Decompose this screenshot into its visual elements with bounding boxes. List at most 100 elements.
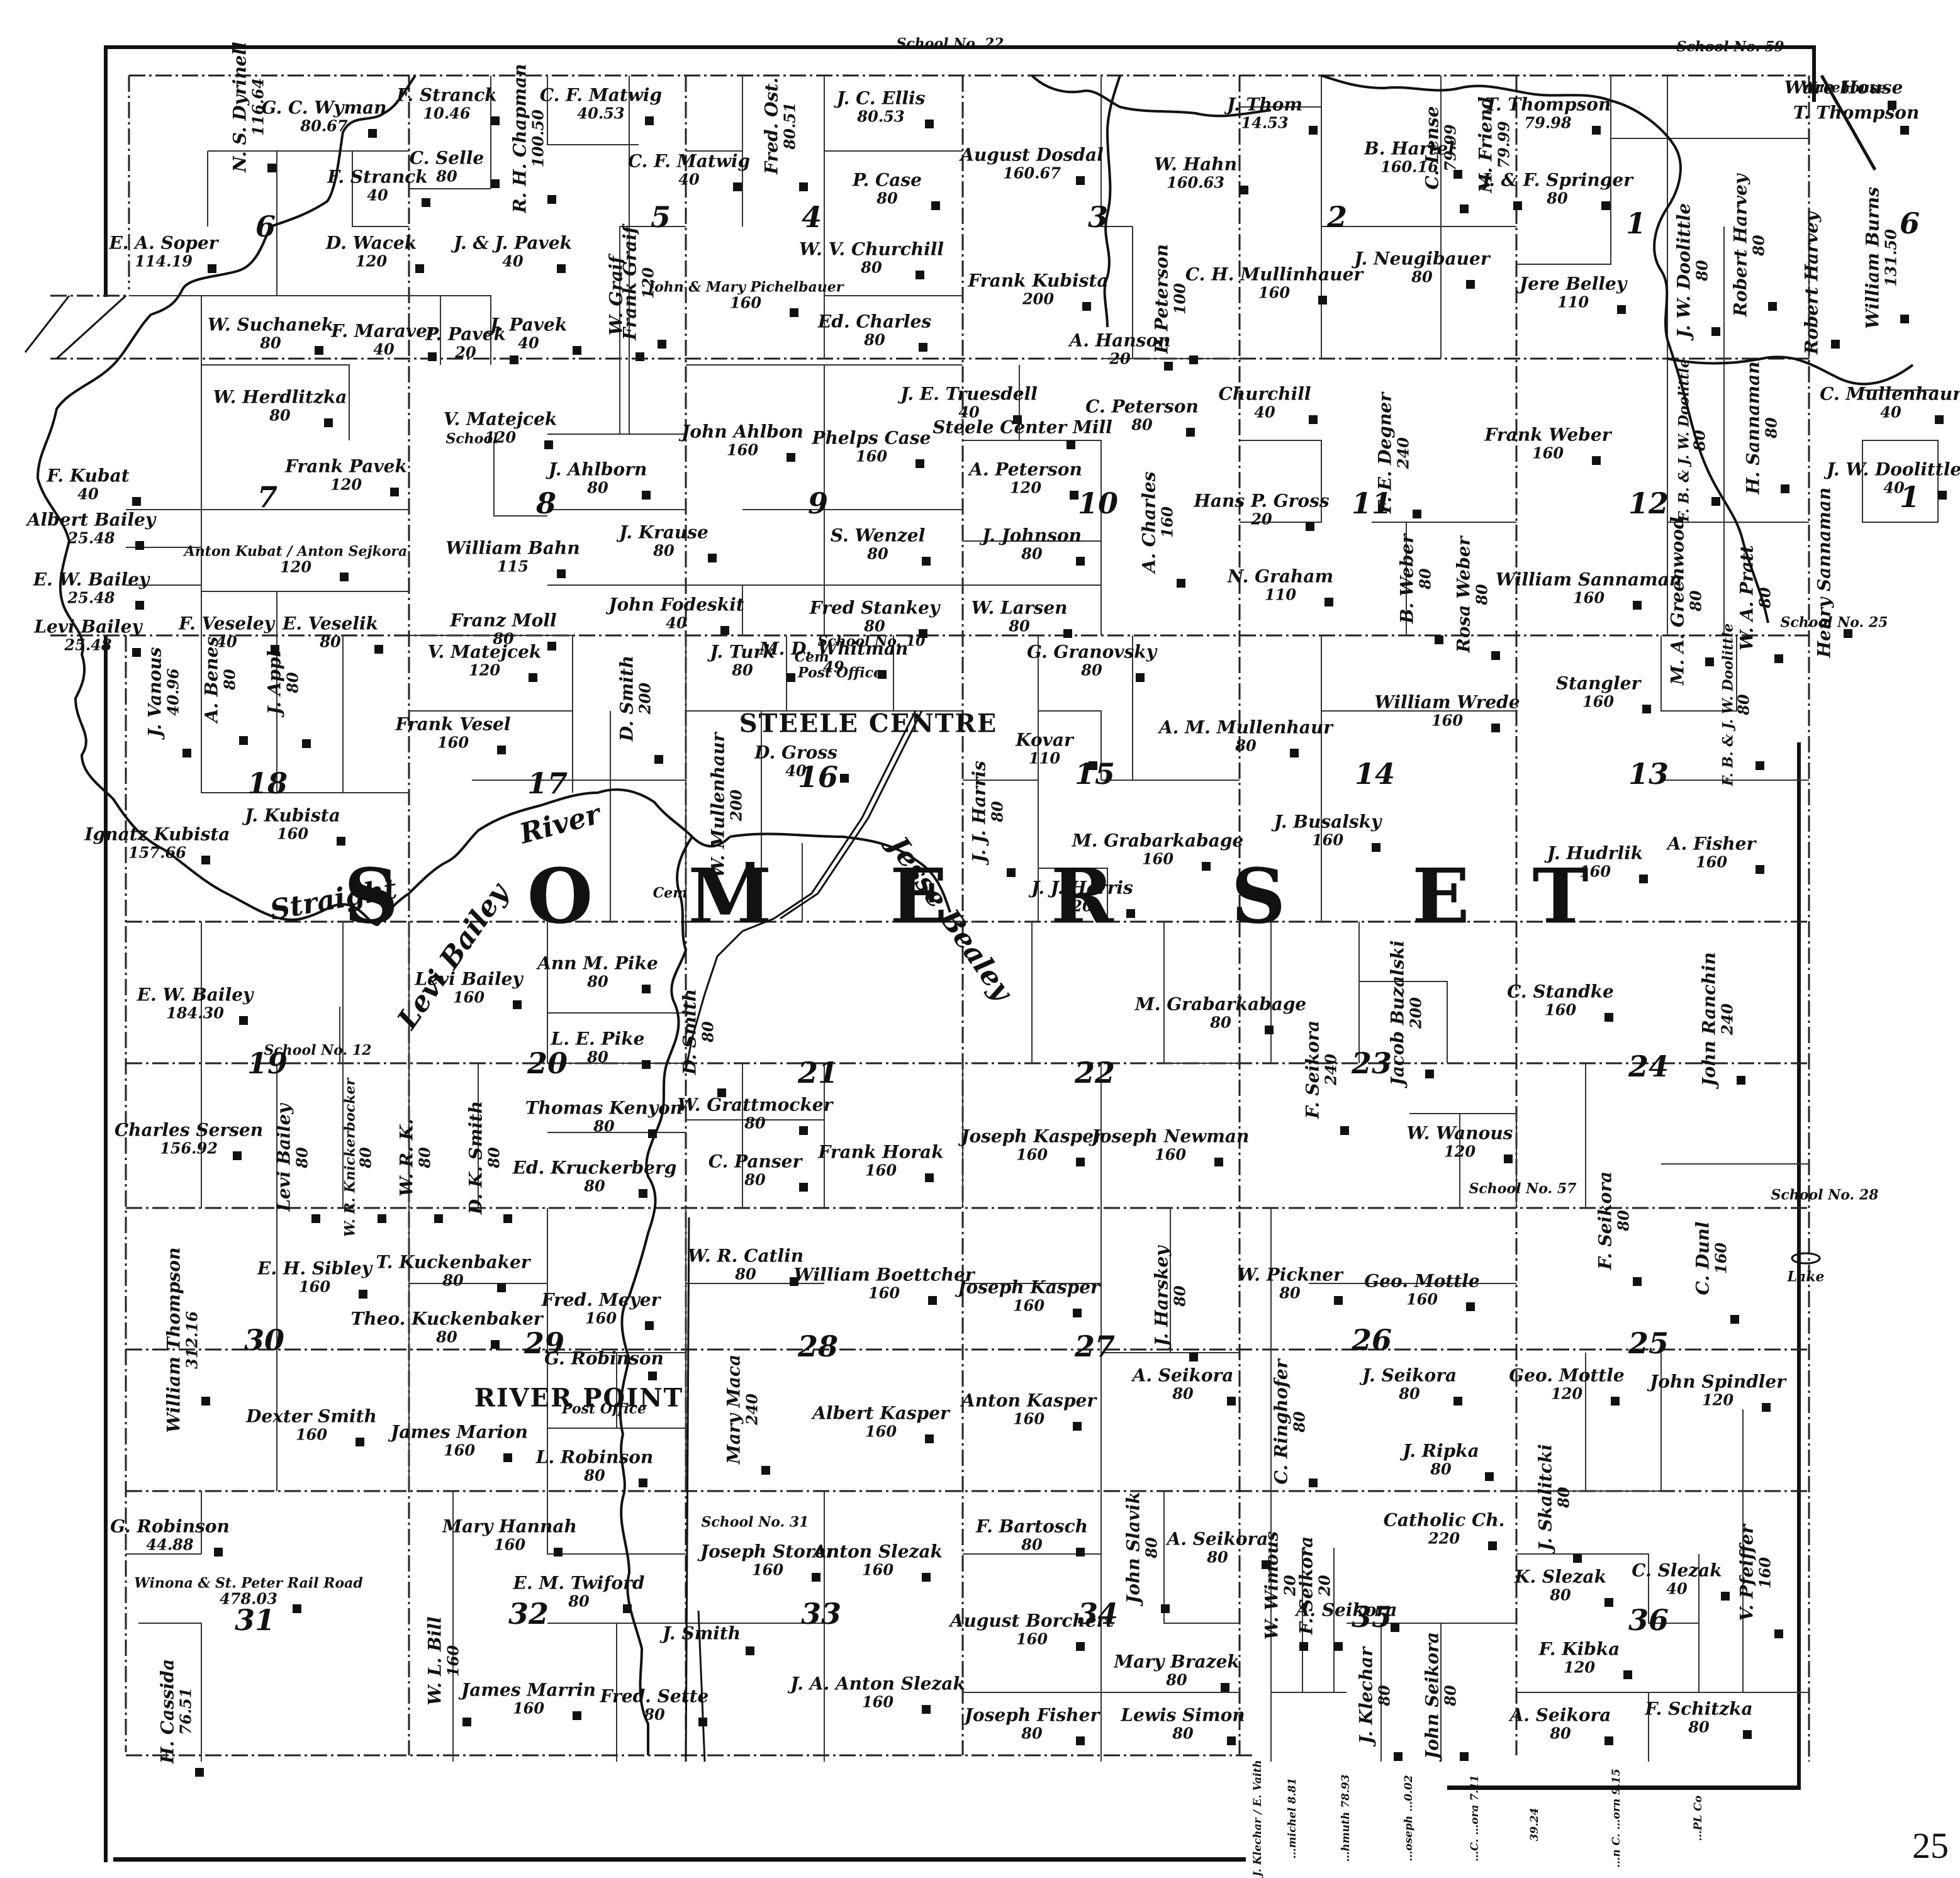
owner-name: Levi Bailey <box>34 616 142 637</box>
house-marker-icon <box>239 1016 248 1025</box>
place-name: RIVER POINT <box>474 1383 684 1413</box>
owner-name: D. Smith <box>616 655 637 742</box>
house-marker-icon <box>1488 1541 1497 1550</box>
acreage: 80 <box>1430 1460 1452 1478</box>
owner-name: H. Cassida <box>157 1658 178 1764</box>
acreage: 184.30 <box>166 1003 224 1022</box>
acreage: 80 <box>1550 1585 1571 1604</box>
parcel-label: Fred. Ost.80.51 <box>761 77 798 174</box>
owner-name: James Marrin <box>461 1679 596 1701</box>
owner-name: William Bahn <box>445 537 580 559</box>
house-marker-icon <box>1391 1623 1399 1632</box>
owner-name: Jere Belley <box>1519 273 1627 294</box>
owner-name: J. & J. Pavek <box>453 232 573 254</box>
parcel-label: G. Robinson <box>544 1349 664 1369</box>
parcel-label: W. R. K.80 <box>396 1119 434 1196</box>
acreage: 40 <box>958 403 980 422</box>
house-marker-icon <box>1935 415 1944 424</box>
owner-name: J. & F. Springer <box>1482 169 1633 191</box>
acreage: 120 <box>279 557 312 576</box>
owner-name: F. B. & J. W. Doolittle <box>1676 359 1693 522</box>
house-marker-icon <box>925 120 934 128</box>
house-marker-icon <box>340 573 349 581</box>
acreage: 14.53 <box>1241 113 1289 132</box>
acreage: 160 <box>1154 1145 1187 1164</box>
acreage: 80 <box>1734 694 1753 715</box>
house-marker-icon <box>547 642 556 651</box>
acreage: 160 <box>1016 1629 1048 1648</box>
owner-name: Frank Graif <box>619 226 641 340</box>
acreage: 80 <box>442 1271 464 1290</box>
acreage: 80 <box>1021 544 1043 563</box>
owner-name: Franz Moll <box>450 610 557 631</box>
owner-name: William Boettcher <box>793 1264 975 1285</box>
owner-name: M. Grabarkabage <box>1072 830 1244 851</box>
section-number: 6 <box>1899 206 1920 240</box>
house-marker-icon <box>1831 340 1840 349</box>
acreage: 160 <box>861 1560 894 1579</box>
owner-name: J. Klechar <box>1355 1647 1377 1744</box>
owner-name: Anton Kasper <box>961 1390 1097 1411</box>
truncated-label: …hmuth 78.93 <box>1340 1774 1353 1862</box>
acreage: 80 <box>584 1177 605 1195</box>
owner-name: J. Busalsky <box>1274 811 1382 832</box>
acreage: 80 <box>1690 430 1709 451</box>
acreage: 25.48 <box>67 528 115 547</box>
owner-name: Steele Center Mill <box>932 416 1112 438</box>
house-marker-icon <box>1900 315 1909 323</box>
house-marker-icon <box>1604 1013 1613 1022</box>
owner-name: W. Herdlitzka <box>213 386 347 408</box>
house-marker-icon <box>1334 1296 1343 1305</box>
house-marker-icon <box>733 182 742 191</box>
acreage: 120 <box>484 428 517 447</box>
acreage: 80 <box>1554 1487 1573 1508</box>
owner-name: Winona & St. Peter Rail Road <box>134 1575 363 1592</box>
acreage: 80 <box>1290 1411 1309 1433</box>
owner-name: E. Veselik <box>282 613 379 634</box>
acreage: 160 <box>295 1425 328 1444</box>
acreage: 160 <box>1012 1296 1045 1315</box>
owner-name: Theo. Kuckenbaker <box>350 1308 543 1329</box>
house-marker-icon <box>491 116 500 125</box>
acreage: 40 <box>518 333 539 352</box>
house-marker-icon <box>799 182 808 191</box>
house-marker-icon <box>1453 170 1462 179</box>
house-marker-icon <box>1633 1277 1642 1286</box>
house-marker-icon <box>698 1718 707 1726</box>
acreage: 160 <box>1711 1242 1730 1275</box>
acreage: 312.16 <box>182 1311 201 1369</box>
acreage: 200 <box>727 789 746 822</box>
place-name: STEELE CENTRE <box>739 708 998 739</box>
section-number: 1 <box>1899 480 1920 514</box>
owner-name: D. K. Smith <box>465 1100 486 1215</box>
owner-name: C. Slezak <box>1632 1560 1722 1581</box>
acreage: 80.67 <box>300 116 348 135</box>
house-marker-icon <box>1334 1642 1343 1651</box>
owner-name: V. Matejcek <box>443 408 557 430</box>
acreage: 20 <box>1251 510 1272 528</box>
owner-name: Frank Weber <box>1484 424 1611 445</box>
house-marker-icon <box>1309 126 1318 135</box>
section-number: 30 <box>244 1323 285 1357</box>
owner-name: Anton Kubat / Anton Sejkora <box>184 543 408 560</box>
house-marker-icon <box>1013 415 1022 424</box>
house-marker-icon <box>1781 484 1789 493</box>
owner-name: John Spindler <box>1650 1371 1786 1392</box>
section-number: 22 <box>1074 1056 1116 1090</box>
acreage: 25.48 <box>64 635 112 654</box>
